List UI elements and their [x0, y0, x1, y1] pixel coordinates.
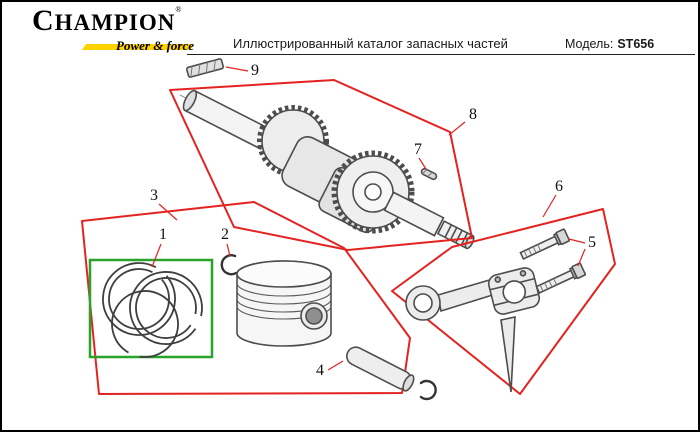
piston-pin-drawing: [346, 346, 415, 392]
group-outline-8: [169, 79, 473, 251]
circlip-bottom-drawing: [419, 379, 437, 401]
callout-leaders: [151, 66, 586, 371]
callout-9: 9: [251, 62, 259, 79]
brand-name: CHAMPION: [32, 4, 176, 37]
connecting-rod-drawing: [405, 267, 541, 393]
model-info: Модель:ST656: [565, 37, 654, 51]
callout-7: 7: [414, 141, 422, 158]
header-divider: [187, 54, 695, 55]
key-7-drawing: [420, 167, 438, 181]
callout-3: 3: [150, 187, 158, 204]
model-value: ST656: [617, 37, 655, 51]
model-label: Модель:: [565, 37, 614, 51]
brand-tagline: Power & force: [116, 38, 194, 53]
group-outline-6: [391, 208, 616, 395]
page-title: Иллюстрированный каталог запасных частей: [233, 36, 508, 51]
brand-line: CHAMPION®: [32, 6, 200, 36]
brand-tagline-wrap: Power & force: [32, 37, 195, 54]
circlip-2-drawing: [220, 254, 238, 276]
piston-rings-drawing: [102, 262, 203, 358]
champion-logo: CHAMPION® Power & force: [32, 6, 200, 54]
crankshaft-drawing: [182, 89, 475, 250]
callout-6: 6: [555, 178, 563, 195]
callout-2: 2: [221, 226, 229, 243]
callout-8: 8: [469, 106, 477, 123]
callout-5: 5: [588, 234, 596, 251]
registered-mark-icon: ®: [175, 5, 182, 14]
callout-1: 1: [159, 226, 167, 243]
piston-drawing: [236, 260, 332, 347]
woodruff-key-9-drawing: [185, 58, 225, 78]
rod-bolts-drawing: [519, 228, 587, 294]
group-outline-3: [81, 201, 411, 395]
callout-4: 4: [316, 362, 324, 379]
